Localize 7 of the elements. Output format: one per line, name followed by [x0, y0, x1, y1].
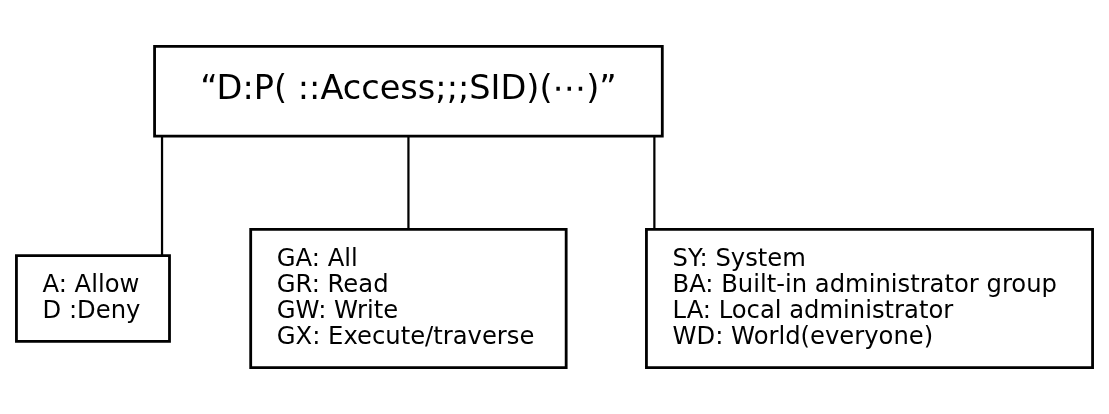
node-box: A: Allow D :Deny [15, 254, 171, 343]
connector [653, 136, 656, 230]
node-box: GA: All GR: Read GW: Write GX: Execute/traverse [249, 228, 568, 369]
connector [160, 136, 164, 255]
node-box: SY: System BA: Built-in administrator group LA: Local administrator WD: World(everyone) [645, 228, 1094, 369]
node-box: “D:P( ::Access;;;SID)(⋯)” [153, 45, 664, 138]
connector [407, 136, 410, 230]
